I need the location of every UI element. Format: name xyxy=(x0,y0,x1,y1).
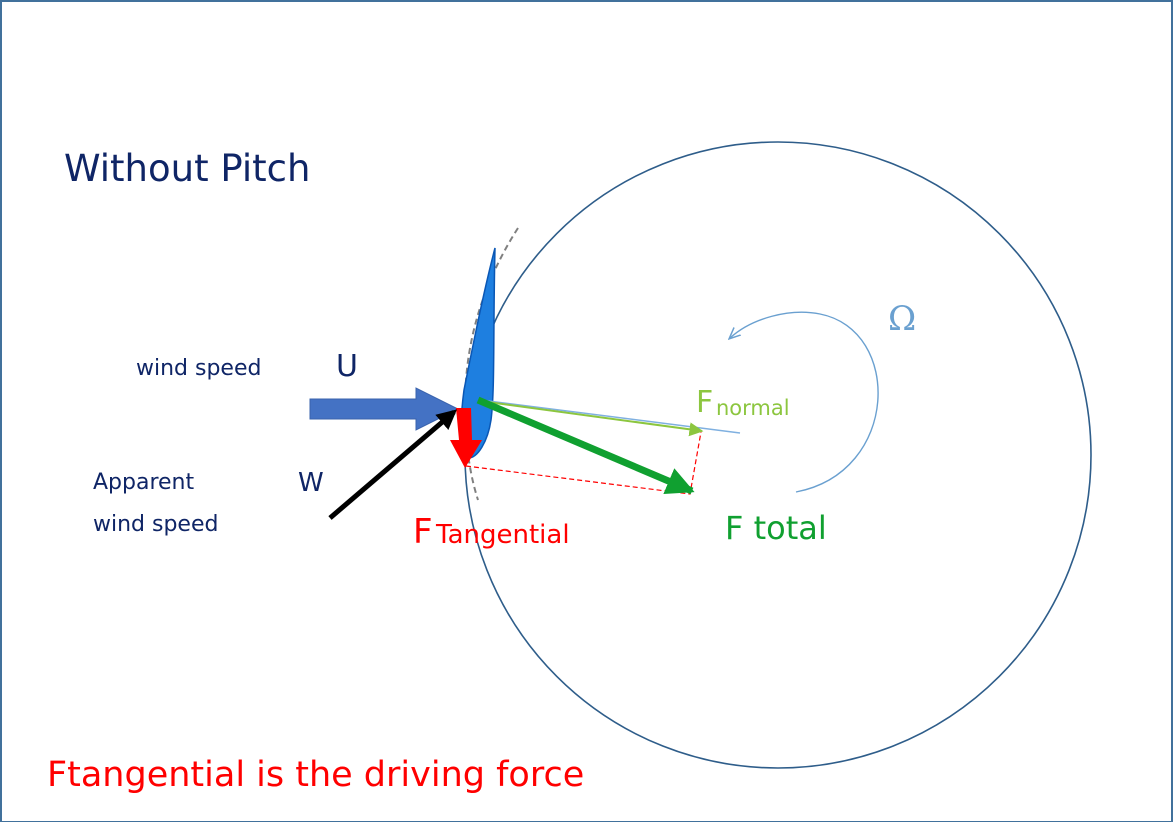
ftangential-label-suffix: Tangential xyxy=(436,520,570,550)
apparent-wind-label-line2: wind speed xyxy=(93,512,219,537)
fnormal-label-suffix: normal xyxy=(716,396,790,420)
rotation-arrow xyxy=(730,311,879,493)
ftangential-label-prefix: F xyxy=(413,512,433,552)
apparent-wind-label: Apparent xyxy=(93,470,195,495)
ftotal-label: F total xyxy=(725,509,827,547)
ftangential-arrow xyxy=(450,408,482,468)
rotation-symbol: Ω xyxy=(888,299,917,339)
slide-title: Without Pitch xyxy=(64,147,311,190)
wind-speed-label: wind speed xyxy=(136,356,262,381)
wind-speed-symbol: U xyxy=(336,349,358,384)
fnormal-label-prefix: F xyxy=(696,385,714,420)
apparent-wind-symbol: W xyxy=(298,468,324,498)
footer-statement: Ftangential is the driving force xyxy=(47,755,585,795)
ftotal-arrow xyxy=(476,396,695,495)
fnormal-arrow xyxy=(479,400,704,437)
apparent-wind-arrow xyxy=(328,409,458,520)
